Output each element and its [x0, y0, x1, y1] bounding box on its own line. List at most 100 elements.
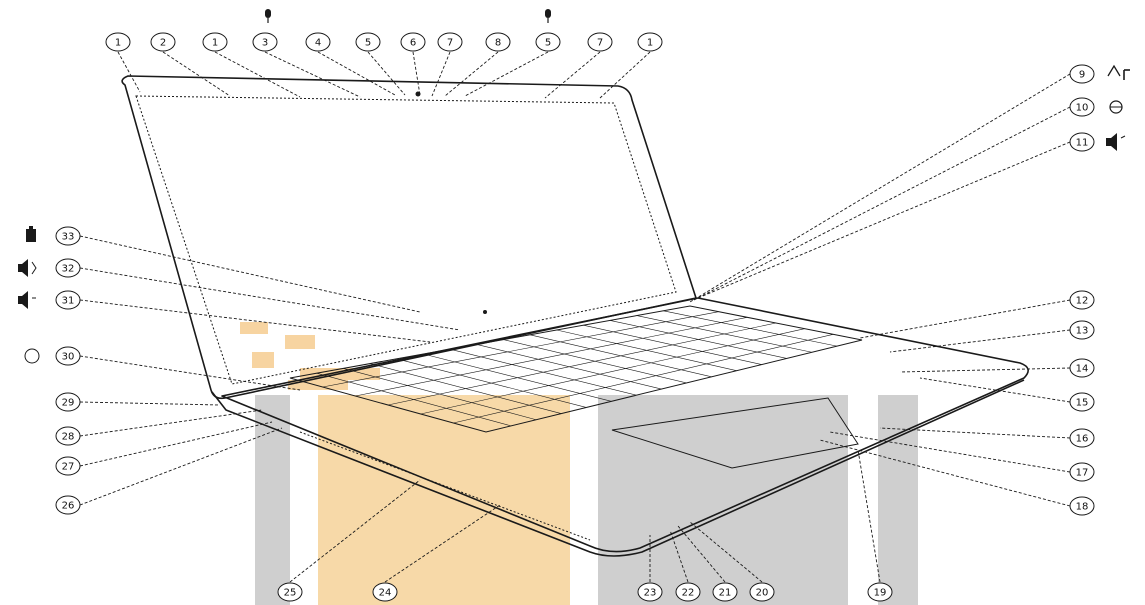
leader-line: [464, 51, 549, 97]
callout-circle: [55, 346, 81, 366]
callout-number: 29: [62, 398, 75, 409]
callout-circle: [437, 32, 463, 52]
callout-number: 17: [1076, 468, 1089, 479]
callout-circle: [712, 582, 738, 602]
power-icon: [24, 348, 40, 364]
callout-number: 32: [62, 264, 75, 275]
leader-line: [889, 329, 1071, 353]
key-col-line: [556, 329, 737, 371]
callout-left-26: 26: [55, 495, 81, 515]
leader-line: [919, 377, 1071, 403]
gray-band: [878, 395, 918, 605]
callout-number: 16: [1076, 434, 1089, 445]
callout-bottom-22: 22: [675, 582, 701, 602]
callout-circle: [55, 456, 81, 476]
callout-circle: [55, 495, 81, 515]
callout-right-18: 18: [1069, 496, 1095, 516]
orange-band: [318, 395, 570, 605]
callout-circle: [355, 32, 381, 52]
callout-number: 23: [644, 588, 657, 599]
callout-circle: [675, 582, 701, 602]
key-col-line: [583, 324, 762, 365]
callout-number: 8: [495, 38, 501, 49]
orange-highlight: [288, 380, 348, 390]
callout-top-7: 7: [587, 32, 613, 52]
callout-right-9: 9: [1069, 64, 1095, 84]
speaker-icon: [18, 291, 28, 309]
wifi-signal-icon: [1107, 64, 1121, 77]
callout-top-1: 1: [637, 32, 663, 52]
leader-line: [264, 51, 361, 98]
leader-line: [693, 106, 1071, 301]
callout-number: 31: [62, 296, 75, 307]
key-col-line: [636, 315, 812, 353]
callout-left-33: 33: [55, 226, 81, 246]
leader-line: [79, 235, 421, 313]
key-col-line: [396, 358, 587, 408]
callout-left-32: 32: [55, 258, 81, 278]
key-row-line: [453, 334, 834, 424]
callout-number: 21: [719, 588, 732, 599]
callout-circle: [372, 582, 398, 602]
callout-top-5: 5: [355, 32, 381, 52]
callout-top-1: 1: [202, 32, 228, 52]
microphone-icon: [265, 9, 271, 18]
leader-line: [431, 51, 451, 97]
callout-circle: [749, 582, 775, 602]
callout-number: 1: [647, 38, 653, 49]
leader-line: [79, 267, 461, 331]
speaker-down-icon: [18, 259, 37, 277]
leader-line: [899, 367, 1071, 373]
callout-right-11: 11: [1069, 132, 1095, 152]
battery-icon: [26, 229, 36, 242]
speaker-icon: [1106, 133, 1126, 151]
callout-right-13: 13: [1069, 320, 1095, 340]
callout-number: 1: [115, 38, 121, 49]
callout-right-10: 10: [1069, 97, 1095, 117]
bluetooth-icon: [1109, 100, 1123, 114]
leader-line: [444, 51, 499, 97]
callout-number: 27: [62, 462, 75, 473]
callout-circle: [485, 32, 511, 52]
callout-left-28: 28: [55, 426, 81, 446]
callout-circle: [1069, 358, 1095, 378]
callout-circle: [1069, 290, 1095, 310]
leader-line: [79, 401, 221, 406]
leader-line: [317, 51, 396, 96]
indicator-light: [483, 310, 487, 314]
callout-number: 5: [365, 38, 371, 49]
key-row-line: [387, 322, 777, 406]
callout-circle: [535, 32, 561, 52]
leader-line: [689, 73, 1071, 303]
callout-number: 15: [1076, 398, 1089, 409]
callout-left-31: 31: [55, 290, 81, 310]
callout-number: 2: [160, 38, 166, 49]
leader-line: [79, 409, 263, 437]
leader-line: [819, 439, 1071, 507]
base-outline: [221, 297, 1029, 553]
key-col-line: [529, 334, 712, 378]
callout-circle: [637, 32, 663, 52]
callout-circle: [277, 582, 303, 602]
callout-circle: [55, 226, 81, 246]
callout-top-6: 6: [400, 32, 426, 52]
callout-number: 5: [545, 38, 551, 49]
callout-number: 24: [379, 588, 392, 599]
callout-bottom-21: 21: [712, 582, 738, 602]
key-row-line: [322, 311, 719, 388]
gray-band: [255, 395, 290, 605]
callout-circle: [637, 582, 663, 602]
callout-circle: [1069, 320, 1095, 340]
callout-circle: [1069, 462, 1095, 482]
callout-number: 11: [1076, 138, 1089, 149]
leader-line: [367, 51, 406, 96]
callout-right-12: 12: [1069, 290, 1095, 310]
callout-number: 12: [1076, 296, 1089, 307]
callout-right-16: 16: [1069, 428, 1095, 448]
callout-number: 19: [874, 588, 887, 599]
callout-circle: [105, 32, 131, 52]
callout-top-3: 3: [252, 32, 278, 52]
callout-circle: [1069, 132, 1095, 152]
callout-number: 6: [410, 38, 416, 49]
